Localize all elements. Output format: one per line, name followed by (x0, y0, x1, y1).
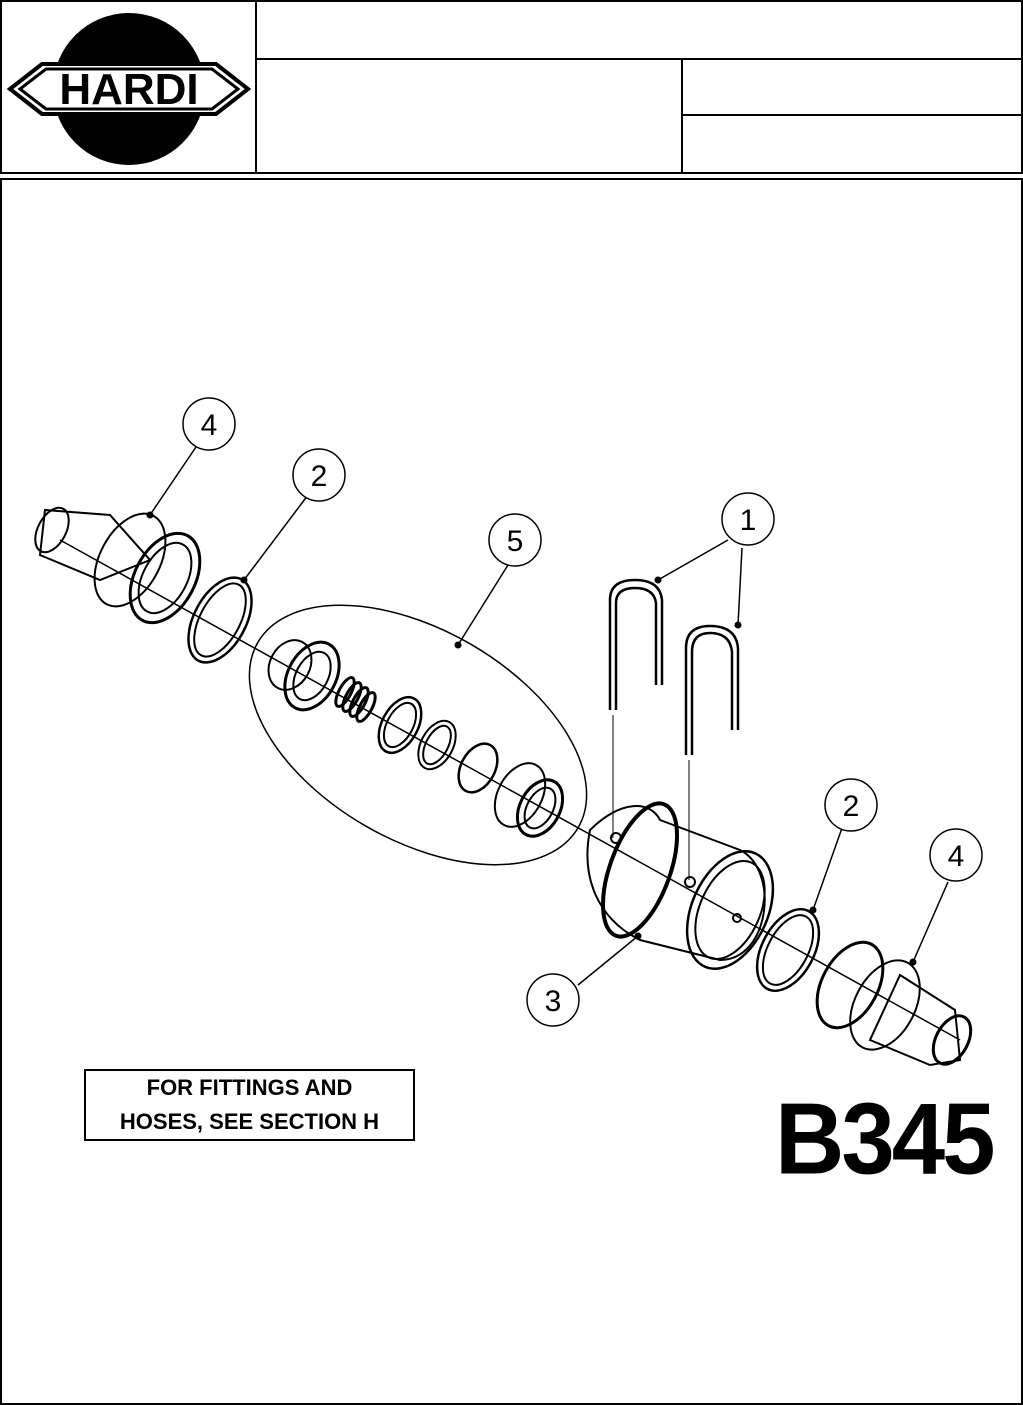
title-block: HARDI (0, 0, 1023, 176)
part-2-right-oring (755, 908, 821, 992)
note-line-1: FOR FITTINGS AND (146, 1075, 353, 1100)
callout-bubble-5 (488, 513, 542, 567)
callout-label-5: 5 (507, 525, 524, 558)
callout-label-4-right: 4 (948, 840, 965, 873)
part-4-right-coupling (815, 940, 973, 1067)
part-4-left-coupling (34, 506, 202, 625)
callout-bubble-2-right (824, 778, 878, 832)
note-line-2: HOSES, SEE SECTION H (119, 1109, 380, 1134)
callout-label-1: 1 (740, 504, 757, 537)
part-3-body (586, 801, 775, 970)
callout-label-4-left: 4 (201, 409, 218, 442)
callout-bubble-2-left (292, 448, 346, 502)
drawing-frame (0, 178, 1023, 1405)
drawing-code: B345 (775, 1083, 996, 1196)
callout-bubble-4-left (182, 397, 236, 451)
callout-label-2-right: 2 (843, 790, 860, 823)
logo-text: HARDI (59, 65, 198, 114)
info-field-bottom (681, 114, 1023, 174)
section-reference-note: FOR FITTINGS AND HOSES, SEE SECTION H (84, 1069, 415, 1141)
callout-label-2-left: 2 (311, 460, 328, 493)
logo-cell: HARDI (0, 0, 257, 174)
part-1-clips (608, 578, 740, 880)
callout-bubble-3 (526, 973, 580, 1027)
callout-bubble-1 (721, 492, 775, 546)
callout-bubble-4-right (929, 828, 983, 882)
hardi-logo: HARDI (6, 13, 252, 165)
callout-label-3: 3 (545, 985, 562, 1018)
part-5-group-outline (248, 604, 588, 866)
